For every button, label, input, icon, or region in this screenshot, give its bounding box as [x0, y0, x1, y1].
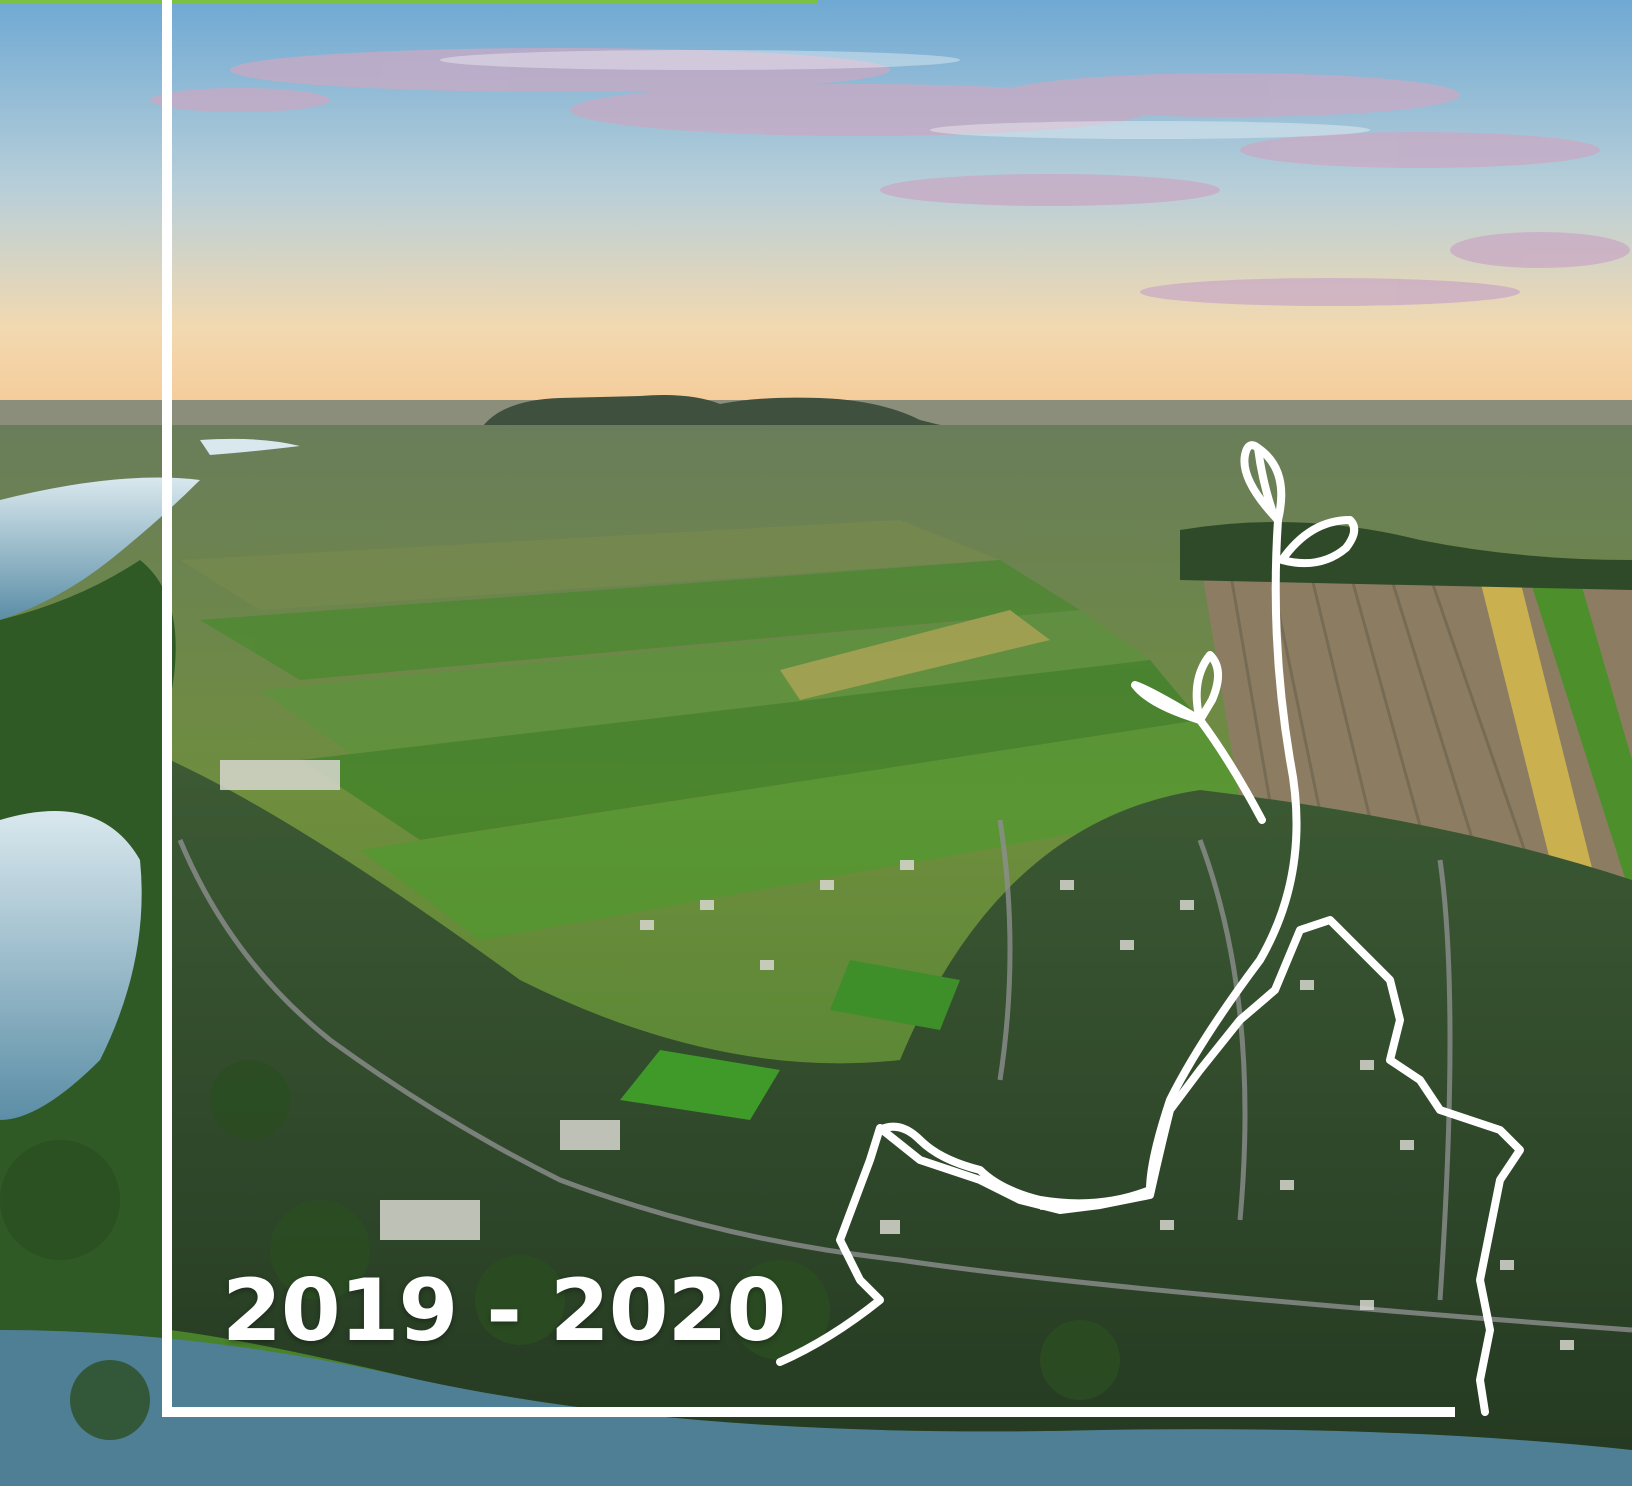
year-range-label: 2019 - 2020 — [222, 1261, 786, 1361]
accent-bar — [0, 0, 818, 4]
